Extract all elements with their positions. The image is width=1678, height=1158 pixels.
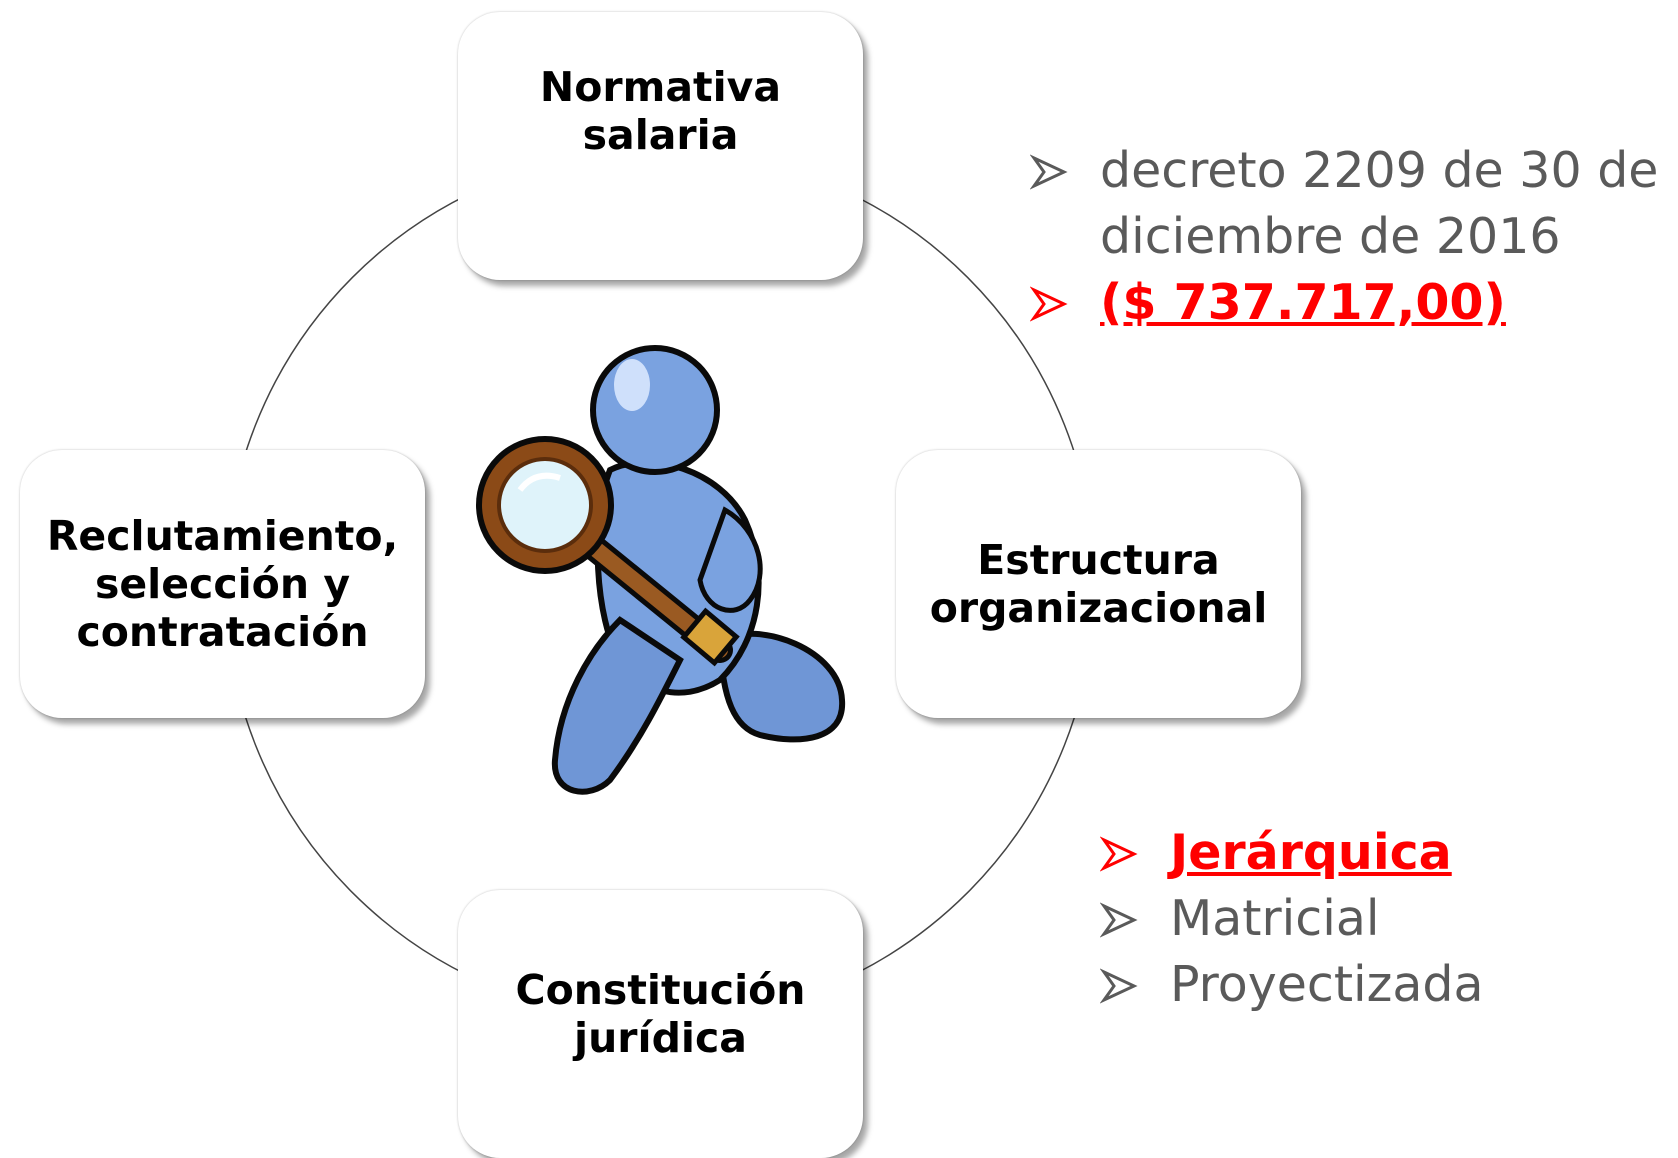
node-constitucion-juridica: Constitución jurídica (458, 890, 863, 1158)
salary-amount: ($ 737.717,00) (1100, 274, 1506, 331)
list-item: Proyectizada (1100, 952, 1484, 1018)
decree-line-2: diciembre de 2016 (1100, 208, 1561, 265)
decree-line-1: decreto 2209 de 30 de (1100, 142, 1659, 199)
arrow-bullet-icon (1100, 968, 1138, 1004)
arrow-bullet-icon (1030, 154, 1068, 190)
structure-type-matricial: Matricial (1170, 890, 1380, 947)
list-item: ($ 737.717,00) (1030, 270, 1658, 336)
list-item: Jerárquica (1100, 820, 1484, 886)
arrow-bullet-icon (1100, 836, 1138, 872)
node-label: Estructura organizacional (929, 536, 1268, 632)
list-item: decreto 2209 de 30 de (1030, 138, 1658, 204)
list-item: Matricial (1100, 886, 1484, 952)
salary-notes-list: decreto 2209 de 30 de diciembre de 2016 … (1030, 138, 1658, 336)
node-normativa-salaria: Normativa salaria (458, 12, 863, 280)
arrow-bullet-icon (1100, 902, 1138, 938)
magnifying-glass-figure-illustration (476, 345, 846, 795)
structure-types-list: Jerárquica Matricial Proyectizada (1100, 820, 1484, 1018)
structure-type-jerarquica: Jerárquica (1170, 824, 1452, 881)
arrow-bullet-icon (1030, 286, 1068, 322)
node-label: Constitución jurídica (515, 966, 806, 1062)
node-estructura-organizacional: Estructura organizacional (896, 450, 1301, 718)
structure-type-proyectizada: Proyectizada (1170, 956, 1484, 1013)
node-reclutamiento: Reclutamiento, selección y contratación (20, 450, 425, 718)
list-item-continuation: diciembre de 2016 (1030, 204, 1658, 270)
node-label: Normativa salaria (539, 63, 782, 159)
node-label: Reclutamiento, selección y contratación (46, 512, 399, 656)
